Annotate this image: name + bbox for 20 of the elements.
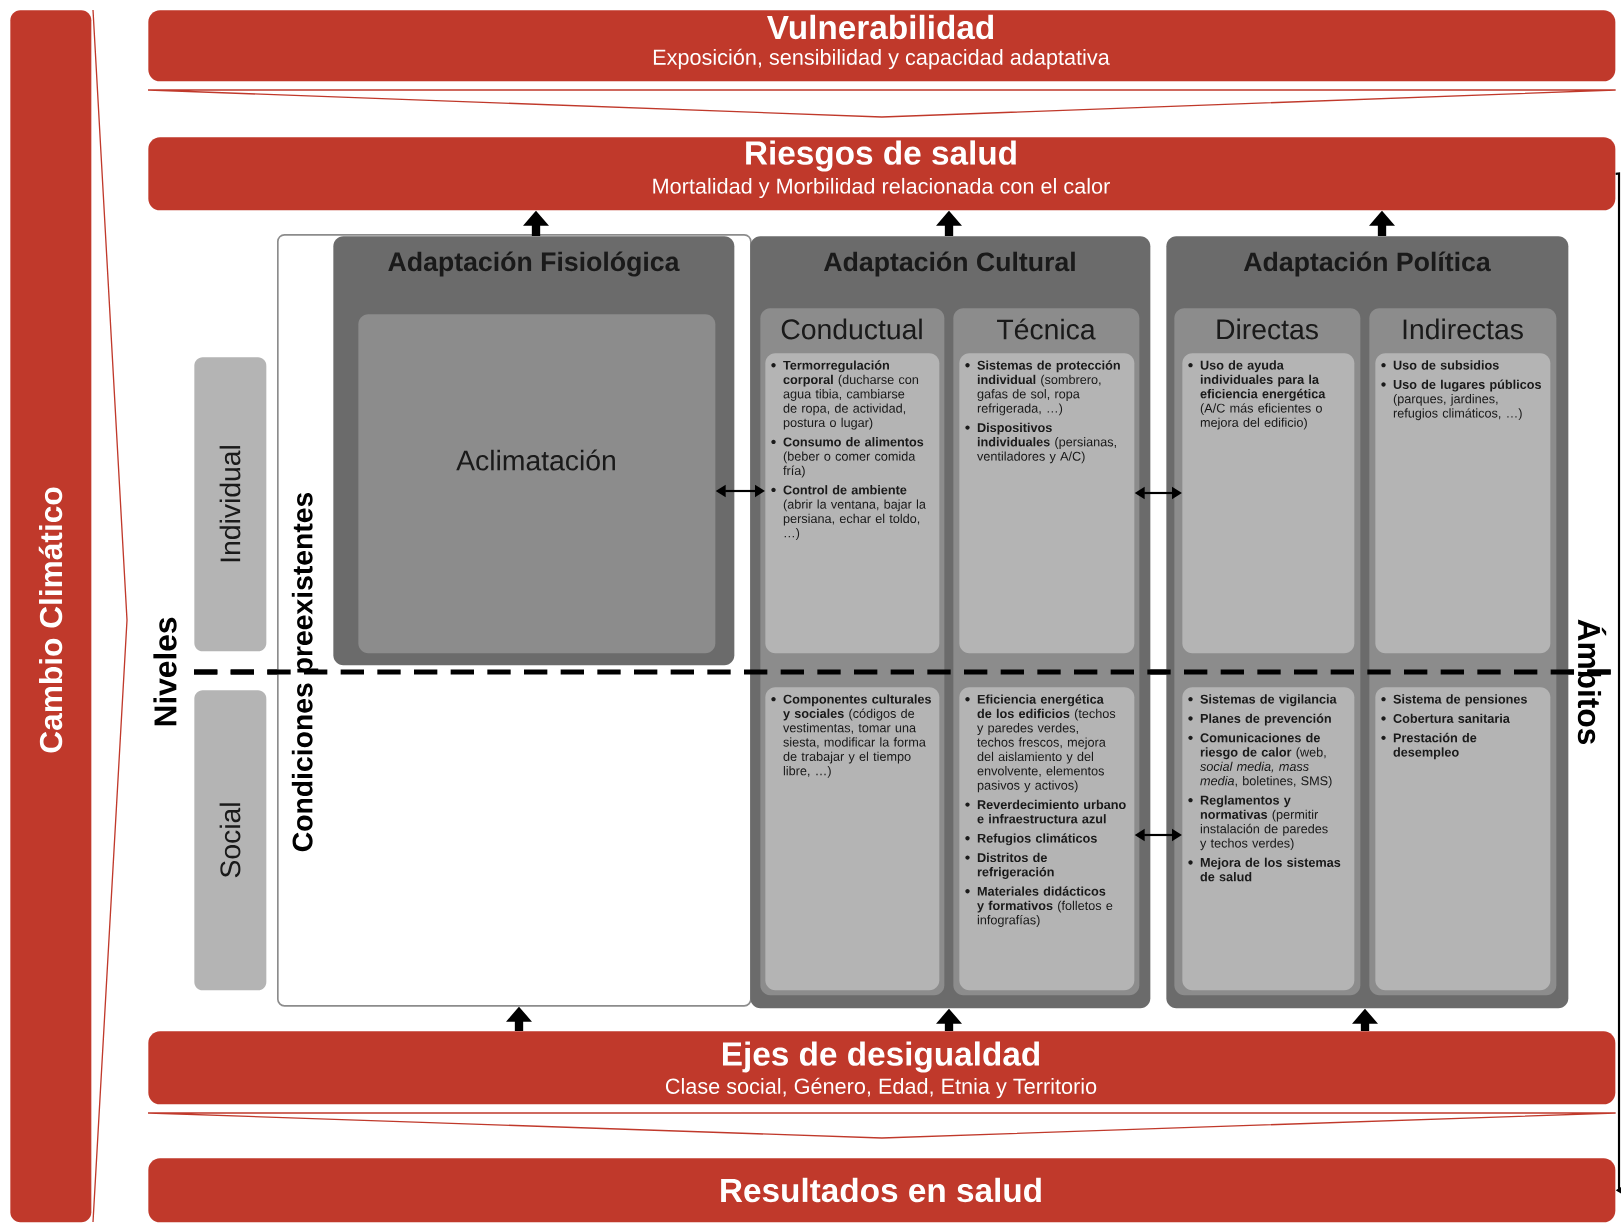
axis-label: Niveles	[153, 617, 177, 726]
bullet-list-box: Sistema de pensiones Cobertura sanitaria Prestación de desempleo	[1375, 687, 1551, 991]
band-box: Ejes de desigualdad Clase social, Género, Edad, Etnia y Territorio	[148, 1031, 1616, 1105]
band-box: Resultados en salud	[148, 1158, 1616, 1223]
chevron-arrow	[147, 1112, 1617, 1139]
bullet-list-box: Sistemas de protección individual (sombrero, gafas de sol, ropa refrigerada, …) Dispositivos individuales (persianas, ventiladores y A/C)	[959, 353, 1135, 654]
bullet-list-box: Sistemas de vigilancia Planes de prevención Comunicaciones de riesgo de calor (web, social media, mass media, boletines, SMS) Reglamentos y normativas (permitir instalación de paredes y techos verdes) Mejora de los sistemas de salud	[1182, 687, 1355, 991]
band-box: Riesgos de salud Mortalidad y Morbilidad relacionada con el calor	[148, 137, 1616, 211]
bullet-list-box: Componentes culturales y sociales (códigos de vestimentas, tomar una siesta, modificar la forma de trabajar y el tiempo libre, …)	[765, 687, 940, 991]
level-box: Social	[194, 690, 267, 991]
band-box: Vulnerabilidad Exposición, sensibilidad y capacidad adaptativa	[148, 10, 1616, 82]
bullet-list-box: Uso de ayuda individuales para la eficiencia energética (A/C más eficientes o mejora del edificio)	[1182, 353, 1355, 654]
axis-label: Ámbitos	[1577, 619, 1607, 745]
chevron-arrow	[147, 89, 1617, 118]
inner-box: Aclimatación	[358, 314, 716, 654]
side-band: Cambio Climático	[10, 10, 92, 1223]
bullet-list-box: Uso de subsidios Uso de lugares públicos (parques, jardines, refugios climáticos, …)	[1375, 353, 1551, 654]
level-box: Individual	[194, 357, 267, 652]
bullet-list-box: Eficiencia energética de los edificios (techos y paredes verdes, techos frescos, mejora del aislamiento y del envolvente, elementos pasivos y activos) Reverdecimiento urbano e infraestructura azul Refugios climáticos Distritos de refrigeración Materiales didácticos y formativos (folletos e infografías)	[959, 687, 1135, 991]
bullet-list-box: Termorregulación corporal (ducharse con agua tibia, cambiarse de ropa, de actividad, postura o lugar) Consumo de alimentos (beber o comer comida fría) Control de ambiente (abrir la ventana, bajar la persiana, echar el toldo, …)	[765, 353, 940, 654]
